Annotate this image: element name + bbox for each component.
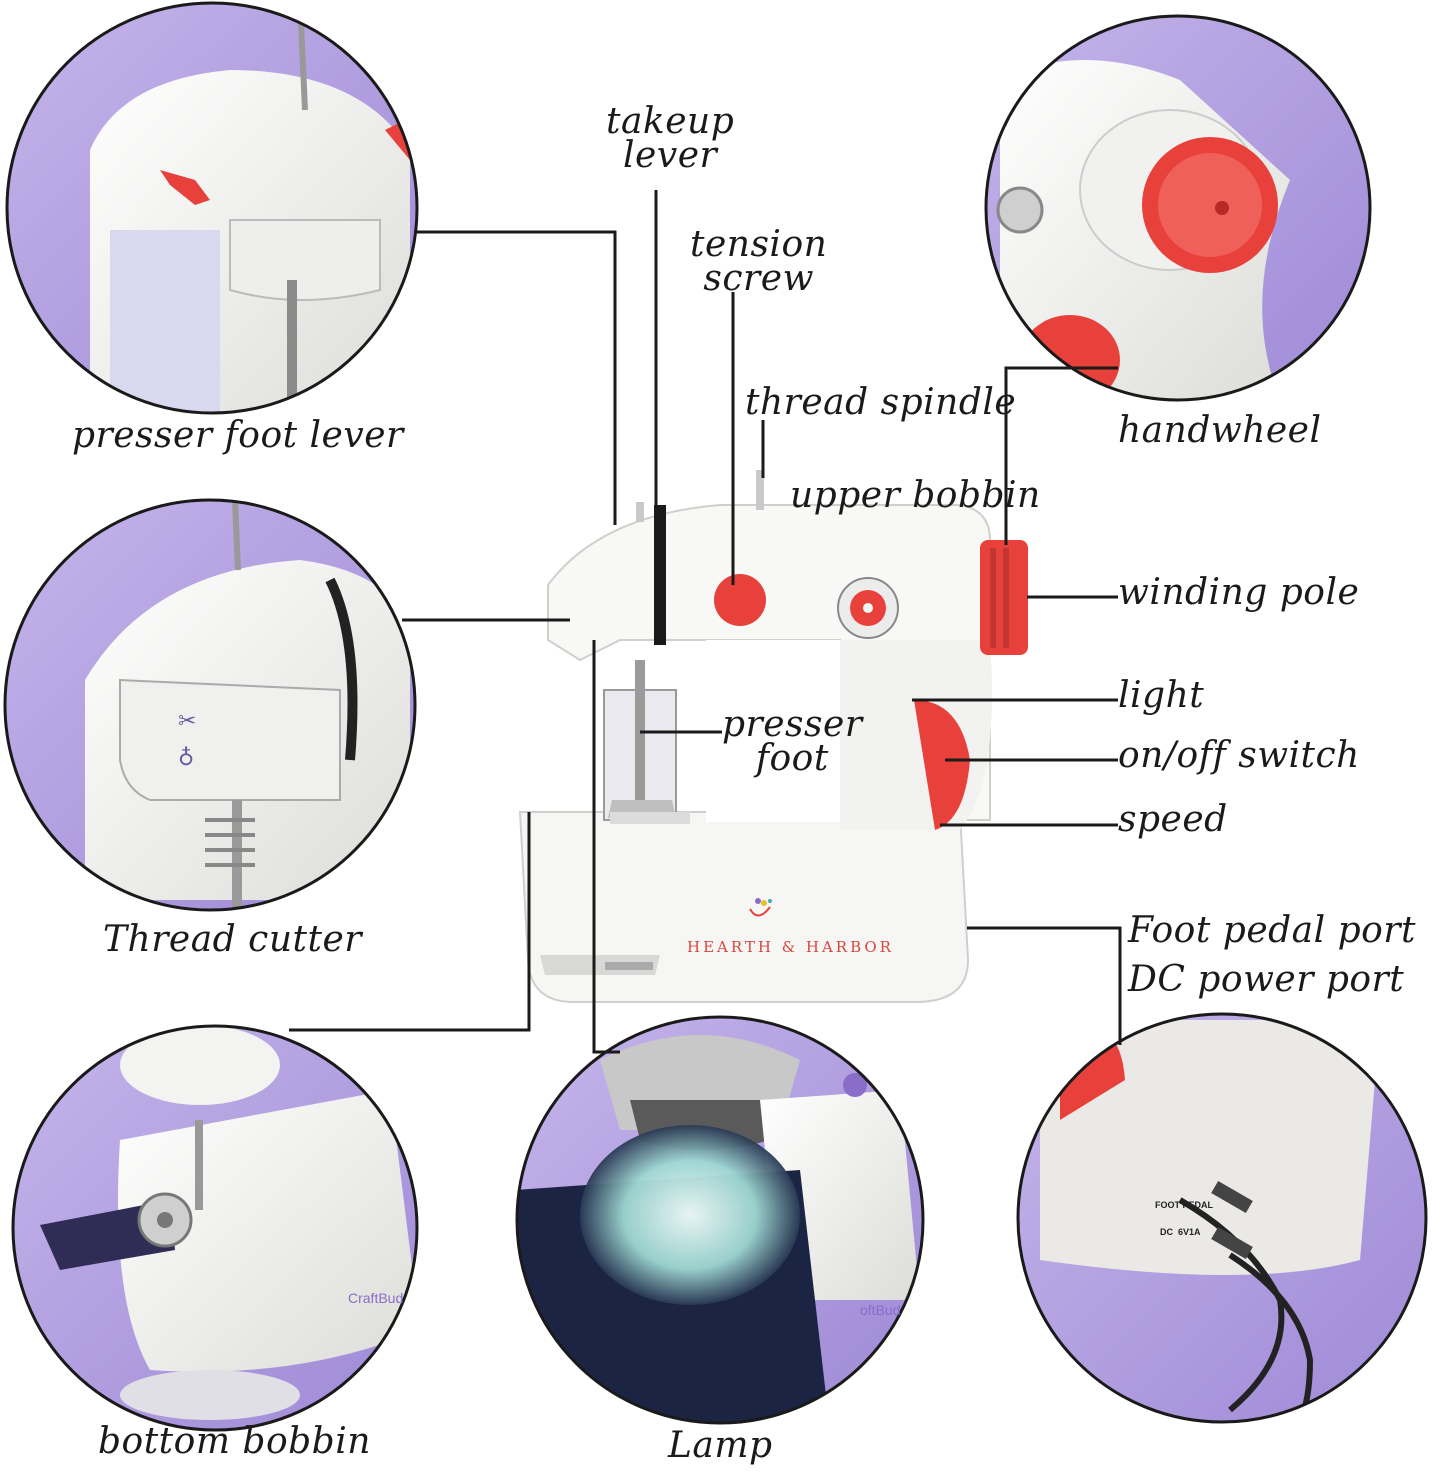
brand-name: HEARTH & HARBOR [687,938,894,956]
thread-cutter-photo: ✂ ♁ [5,500,415,910]
label-presser-foot-lever: presser foot lever [72,415,404,456]
circle-frame [3,498,417,912]
svg-text:✂: ✂ [178,709,196,734]
brand-logo-icon [746,895,776,925]
circle-frame [1016,1012,1428,1424]
circle-frame [11,1024,419,1432]
sewing-machine-icon [518,470,1028,1003]
svg-text:♁: ♁ [178,746,194,771]
lamp-photo [517,1017,923,1423]
label-speed: speed [1118,799,1228,840]
leader-ports [967,926,1122,1045]
circle-frame [5,1,419,415]
leader-presser-foot-lever [414,230,617,525]
label-dc-power-port: DC power port [1128,959,1405,1000]
label-light: light [1118,675,1205,716]
leader-handwheel [1004,366,1118,545]
leader-bottom-bobbin [289,812,531,1032]
label-upper-bobbin: upper bobbin [790,475,1041,516]
circle-frame [515,1015,925,1425]
leader-lamp [592,640,620,1054]
presser-foot-lever-photo [7,3,417,413]
photo-brand-label: CraftBud [348,1290,404,1306]
circle-frame [984,14,1372,402]
port-dc-label: DC 6V1A [1160,1227,1201,1237]
port-foot-pedal-label: FOOT PEDAL [1155,1200,1213,1210]
label-bottom-bobbin: bottom bobbin [98,1421,371,1462]
label-handwheel: handwheel [1118,410,1322,451]
bottom-bobbin-photo [13,1026,417,1430]
label-thread-spindle: thread spindle [745,382,1017,423]
label-lamp: Lamp [668,1425,773,1466]
label-thread-cutter: Thread cutter [103,919,362,960]
label-foot-pedal-port: Foot pedal port [1128,910,1416,951]
label-winding-pole: winding pole [1118,572,1360,613]
photo-brand-label-partial: oftBud [860,1302,901,1318]
label-on-off-switch: on/off switch [1118,735,1360,776]
leader-lines [289,190,1122,1054]
handwheel-photo [986,16,1370,400]
